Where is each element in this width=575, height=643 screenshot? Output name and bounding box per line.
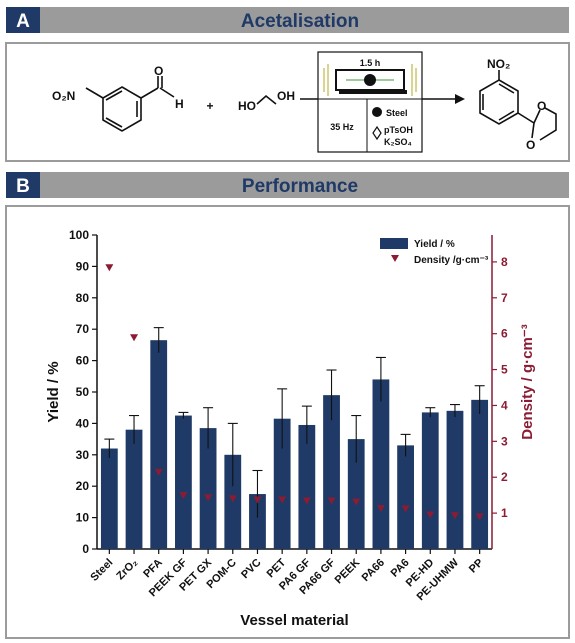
density-point [475, 513, 484, 521]
milling-time: 1.5 h [360, 58, 381, 68]
ball-material: Steel [386, 108, 408, 118]
panel-b-header [6, 172, 569, 198]
y-tick-label-left: 80 [76, 291, 90, 305]
product-no2-label: NO₂ [487, 57, 510, 71]
yield-bar [421, 412, 439, 549]
legend-density-swatch [391, 255, 399, 262]
y-tick-label-right: 8 [501, 255, 508, 269]
yield-bar [446, 410, 464, 549]
catalyst-label: pTsOH [384, 125, 413, 135]
y-tick-label-left: 50 [76, 385, 90, 399]
yield-bar [249, 494, 266, 549]
y-tick-label-right: 4 [501, 398, 508, 412]
reaction-arrowhead [455, 94, 465, 104]
panel-a-header [6, 7, 569, 33]
y-tick-label-left: 20 [76, 479, 90, 493]
product-dioxolane [479, 70, 557, 141]
density-point [179, 492, 188, 500]
y-tick-label-left: 0 [82, 542, 89, 556]
panel-a-letter: A [16, 11, 30, 32]
reactant1-no2-label: O₂N [52, 89, 75, 103]
yield-bar [471, 399, 489, 549]
panel-b-letter-box [6, 172, 40, 198]
y-tick-label-right: 1 [501, 506, 508, 520]
density-point [450, 512, 459, 520]
density-point [401, 505, 410, 513]
y-axis-label-left: Yield / % [45, 361, 62, 422]
y-tick-label-right: 2 [501, 470, 508, 484]
y-tick-label-right: 5 [501, 363, 508, 377]
yield-bar [150, 340, 168, 549]
density-point [426, 511, 435, 519]
milling-frequency: 35 Hz [330, 122, 354, 132]
yield-bar [372, 379, 390, 549]
legend-density-label: Density /g·cm⁻³ [414, 255, 489, 266]
x-tick-label: Steel [88, 557, 115, 584]
milling-jar-shadow [339, 90, 407, 94]
density-point [228, 495, 237, 503]
panel-a-title: Acetalisation [241, 11, 359, 32]
y-tick-label-left: 60 [76, 354, 90, 368]
density-point [204, 494, 213, 502]
density-point [302, 497, 311, 505]
legend-yield-label: Yield / % [414, 239, 455, 250]
yield-bar [175, 415, 192, 549]
reactant2-ho-label: HO [238, 99, 256, 113]
panel-a-letter-box [6, 7, 40, 33]
panel-b-frame [5, 205, 570, 639]
density-point [278, 496, 287, 504]
yield-bar [273, 418, 291, 549]
y-tick-label-right: 6 [501, 327, 508, 341]
panel-a-frame [5, 42, 570, 162]
reactant-nitrobenzaldehyde [85, 76, 175, 132]
legend-bar-swatch [380, 238, 408, 249]
milling-ball-icon [364, 74, 376, 86]
density-point [376, 505, 385, 513]
product-o1-label: O [537, 99, 546, 113]
y-tick-label-left: 90 [76, 259, 90, 273]
density-point [253, 496, 262, 504]
yield-bar [199, 428, 217, 549]
yield-bar [323, 395, 340, 549]
yield-bar [397, 445, 414, 549]
density-point [154, 468, 163, 476]
additive-icon [372, 125, 382, 141]
yield-bar [298, 424, 316, 549]
density-point [327, 497, 336, 505]
x-tick-label: PP [467, 557, 486, 576]
panel-b-title: Performance [242, 176, 358, 197]
yield-bar [100, 448, 118, 549]
reactant1-h-label: H [175, 97, 184, 111]
density-point [105, 264, 114, 272]
reactant1-o-label: O [154, 64, 163, 78]
y-tick-label-left: 30 [76, 448, 90, 462]
additive-label: K₂SO₄ [384, 137, 412, 147]
conditions-box [317, 51, 423, 153]
x-tick-label: PA66 [360, 557, 387, 584]
x-tick-label: ZrO₂ [114, 557, 140, 583]
y-axis-label-right: Density / g·cm⁻³ [519, 324, 536, 439]
reactant2-chain [256, 94, 277, 105]
y-tick-label-right: 3 [501, 434, 508, 448]
x-axis-label: Vessel material [240, 612, 348, 629]
density-point [352, 498, 361, 506]
x-tick-label: PEEK [333, 557, 363, 587]
y-tick-label-left: 10 [76, 511, 90, 525]
y-tick-label-left: 70 [76, 322, 90, 336]
yield-bar [125, 429, 143, 549]
product-o2-label: O [526, 138, 535, 152]
x-tick-label: PVC [239, 557, 264, 582]
y-tick-label-left: 100 [69, 228, 89, 242]
ball-legend-icon [372, 107, 382, 117]
y-tick-label-left: 40 [76, 416, 90, 430]
y-tick-label-right: 7 [501, 291, 508, 305]
vibration-marks [323, 64, 417, 96]
density-point [130, 334, 139, 342]
reactant2-oh-label: OH [277, 89, 295, 103]
yield-bar [347, 439, 365, 549]
panel-b-letter: B [16, 176, 30, 197]
plus-sign: + [206, 99, 213, 113]
